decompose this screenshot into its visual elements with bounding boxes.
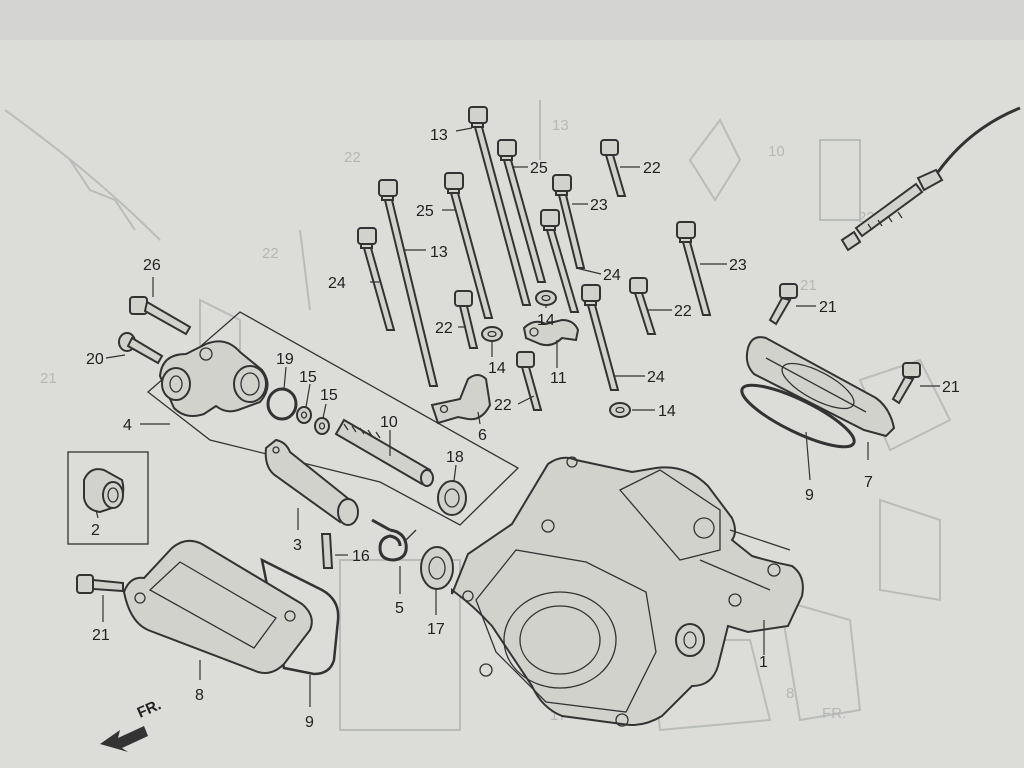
bolt-22-mid-right [629, 277, 657, 335]
callout-14-c: 14 [658, 403, 676, 420]
callout-25-right: 25 [530, 160, 548, 177]
callout-13-top: 13 [430, 127, 448, 144]
part-10-shaft [334, 418, 434, 487]
washer-14-c [609, 402, 631, 418]
callout-2: 2 [91, 522, 100, 539]
bolt-22-top [600, 139, 627, 197]
control-cable [840, 106, 1021, 252]
part-1-cylinder-head [451, 456, 804, 727]
callout-14-a: 14 [537, 312, 555, 329]
svg-text:21: 21 [800, 277, 817, 294]
callout-14-b: 14 [488, 360, 506, 377]
callout-22-mid-right: 22 [674, 303, 692, 320]
bolt-20 [118, 332, 164, 365]
callout-21-top-right: 21 [819, 299, 837, 316]
bolt-13-long-center [468, 106, 532, 306]
callout-18: 18 [446, 449, 464, 466]
svg-text:21: 21 [40, 370, 57, 387]
callout-labels: 13 13 25 25 22 22 22 22 23 23 24 24 24 1… [86, 127, 960, 731]
svg-text:13: 13 [552, 117, 569, 134]
part-15-washer-b [314, 417, 330, 435]
svg-text:FR.: FR. [822, 705, 846, 722]
bolt-24-center [540, 209, 580, 313]
bolt-24-left [357, 227, 396, 331]
part-4-housing [158, 340, 269, 417]
front-arrow-icon [100, 726, 148, 752]
bolt-21-top-right [768, 283, 798, 326]
callout-16: 16 [352, 548, 370, 565]
part-9-gasket-right [740, 383, 856, 449]
callout-7: 7 [864, 474, 873, 491]
part-5-spring [371, 518, 417, 562]
callout-15-b: 15 [320, 387, 338, 404]
page-top-shadow [0, 0, 1024, 40]
callout-1: 1 [759, 654, 768, 671]
bolt-22-mid-left [454, 290, 479, 349]
callout-21-left: 21 [92, 627, 110, 644]
bolt-24-right [581, 284, 620, 391]
callout-24-right: 24 [647, 369, 665, 386]
callout-19: 19 [276, 351, 294, 368]
bolt-23-left [552, 174, 586, 269]
part-19-o-ring [266, 387, 298, 421]
bolt-22-lower [516, 351, 543, 411]
part-8-cover [122, 539, 313, 674]
part-6-bracket [430, 374, 492, 425]
callout-9-left: 9 [305, 714, 314, 731]
callout-9-right: 9 [805, 487, 814, 504]
part-9-gasket-left [260, 557, 340, 676]
bolt-21-left [76, 574, 124, 594]
callout-23-right: 23 [729, 257, 747, 274]
part-17-seal [420, 546, 454, 590]
callout-8: 8 [195, 687, 204, 704]
callout-10: 10 [380, 414, 398, 431]
callout-26: 26 [143, 257, 161, 274]
callout-11: 11 [550, 370, 567, 387]
bolt-25-left [444, 172, 494, 319]
svg-text:22: 22 [262, 245, 279, 262]
bolt-26 [129, 296, 192, 336]
bolt-23-right [676, 221, 712, 316]
bolt-25-right [497, 139, 547, 283]
part-2-inset-box [67, 451, 149, 545]
callout-3: 3 [293, 537, 302, 554]
svg-text:22: 22 [344, 149, 361, 166]
part-3-shaft [264, 438, 359, 526]
part-18-seal [437, 480, 467, 516]
callout-20: 20 [86, 351, 104, 368]
callout-22-lower: 22 [494, 397, 512, 414]
washer-14-a [535, 290, 557, 306]
part-15-washer-a [296, 406, 312, 424]
bolt-21-right [891, 362, 921, 405]
callout-4: 4 [123, 417, 132, 434]
callout-23-left: 23 [590, 197, 608, 214]
callout-6: 6 [478, 427, 487, 444]
bolt-13-long-left [378, 179, 439, 387]
sub-assembly-outline [146, 311, 520, 526]
callout-24-left: 24 [328, 275, 346, 292]
callout-17: 17 [427, 621, 445, 638]
callout-24-center: 24 [603, 267, 621, 284]
part-16-pin [320, 533, 334, 569]
callout-5: 5 [395, 600, 404, 617]
washer-14-b [481, 326, 503, 342]
part-11-clamp [522, 318, 580, 347]
svg-text:10: 10 [768, 143, 785, 160]
callout-21-right: 21 [942, 379, 960, 396]
svg-text:8: 8 [786, 685, 794, 702]
part-7-plate [745, 336, 896, 438]
callout-22-mid-left: 22 [435, 320, 453, 337]
callout-15-a: 15 [299, 369, 317, 386]
callout-13-mid: 13 [430, 244, 448, 261]
part-2-sleeve [83, 468, 125, 514]
callout-22-top: 22 [643, 160, 661, 177]
callout-25-left: 25 [416, 203, 434, 220]
leader-lines [95, 127, 940, 707]
